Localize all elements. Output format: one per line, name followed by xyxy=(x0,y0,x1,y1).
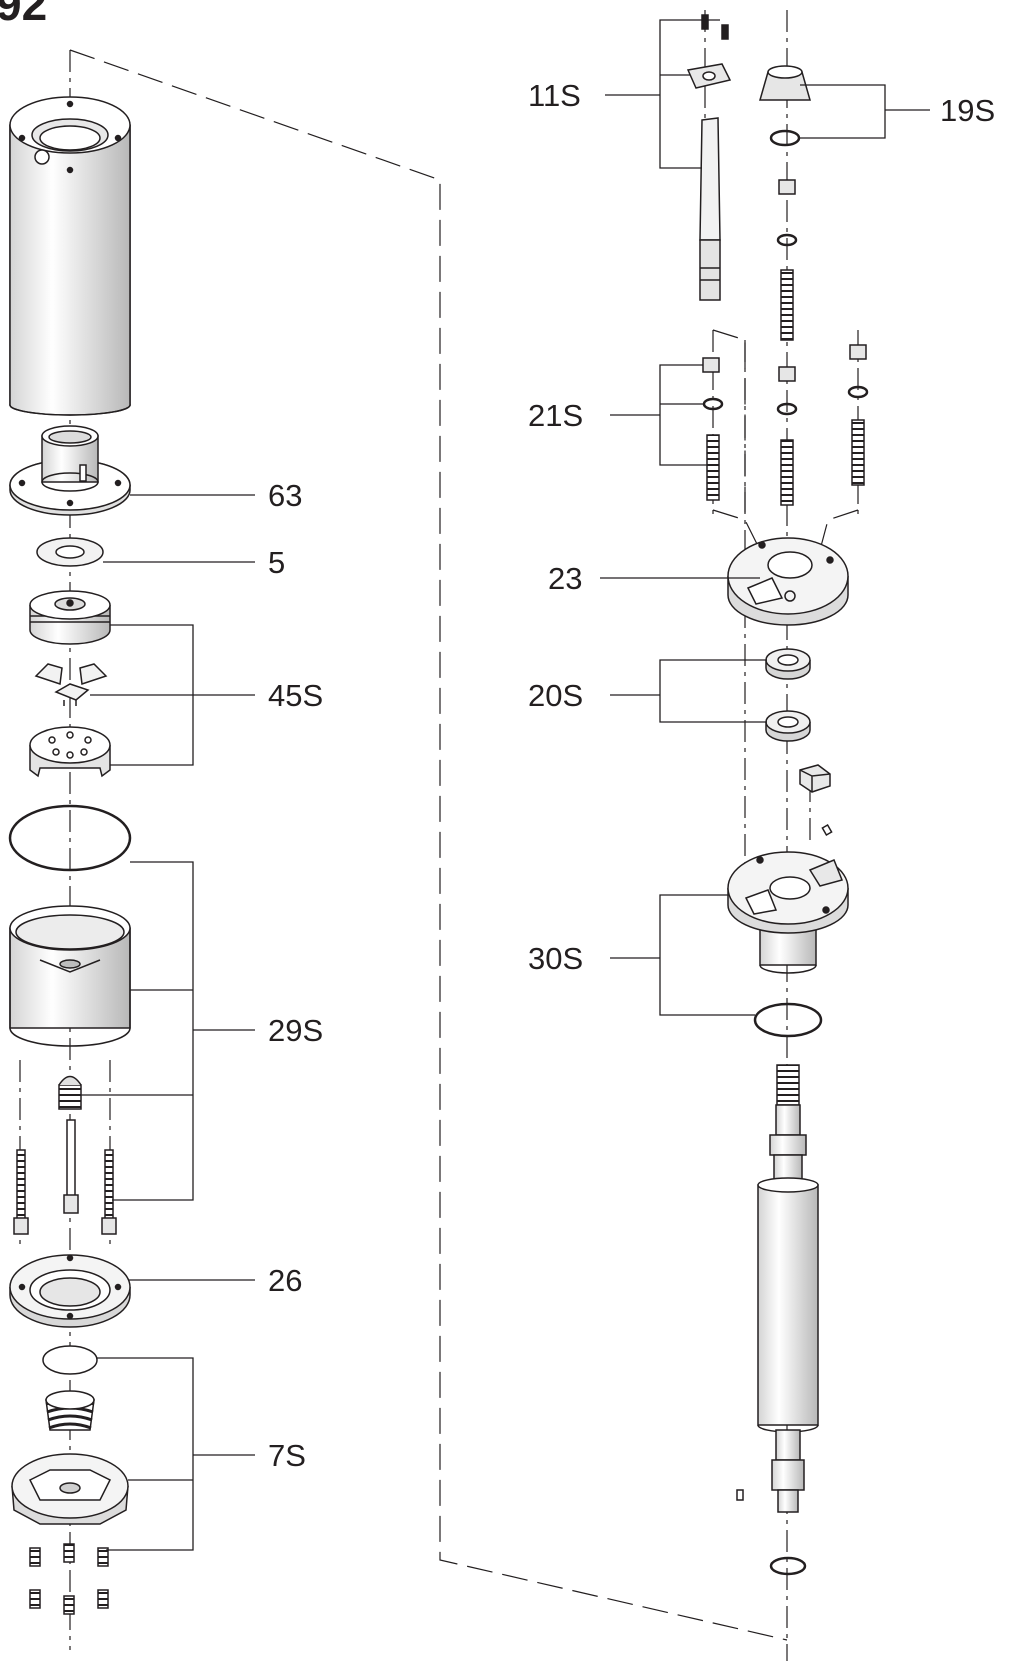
part-45S-assembly xyxy=(29,590,111,778)
label-11S: 11S xyxy=(528,78,581,113)
part-29S-assembly xyxy=(8,804,132,1235)
motor-housing-cylinder xyxy=(9,96,131,416)
label-45S: 45S xyxy=(268,678,323,713)
part-7S-assembly xyxy=(11,1345,129,1615)
part-labels: 63 5 45S 29S 26 7S 11S 19S 21S 23 20S 30… xyxy=(268,78,995,1473)
part-5-washer xyxy=(36,537,104,567)
part-30S-assembly xyxy=(727,851,849,1038)
label-21S: 21S xyxy=(528,398,583,433)
center-stud-stack xyxy=(776,179,798,506)
leader-lines xyxy=(81,19,930,1551)
label-29S: 29S xyxy=(268,1013,323,1048)
key-block xyxy=(799,764,833,836)
label-26: 26 xyxy=(268,1263,302,1298)
label-20S: 20S xyxy=(528,678,583,713)
7S-bolts xyxy=(29,1543,109,1615)
part-19S-assembly xyxy=(759,65,811,147)
part-23-housing xyxy=(727,537,849,626)
label-19S: 19S xyxy=(940,93,995,128)
figure-title: 92 xyxy=(0,0,47,30)
part-63-flange xyxy=(9,425,131,516)
part-21S-studs xyxy=(702,344,869,501)
label-30S: 30S xyxy=(528,941,583,976)
part-11S-assembly xyxy=(686,14,732,301)
label-7S: 7S xyxy=(268,1438,306,1473)
part-20S-bearings xyxy=(765,648,811,742)
label-5: 5 xyxy=(268,545,285,580)
label-63: 63 xyxy=(268,478,302,513)
motor-rotor-shaft xyxy=(736,1064,819,1576)
assembly-guide xyxy=(69,49,859,1641)
part-26-ring xyxy=(9,1254,131,1328)
center-lines xyxy=(19,10,859,1661)
label-23: 23 xyxy=(548,561,582,596)
